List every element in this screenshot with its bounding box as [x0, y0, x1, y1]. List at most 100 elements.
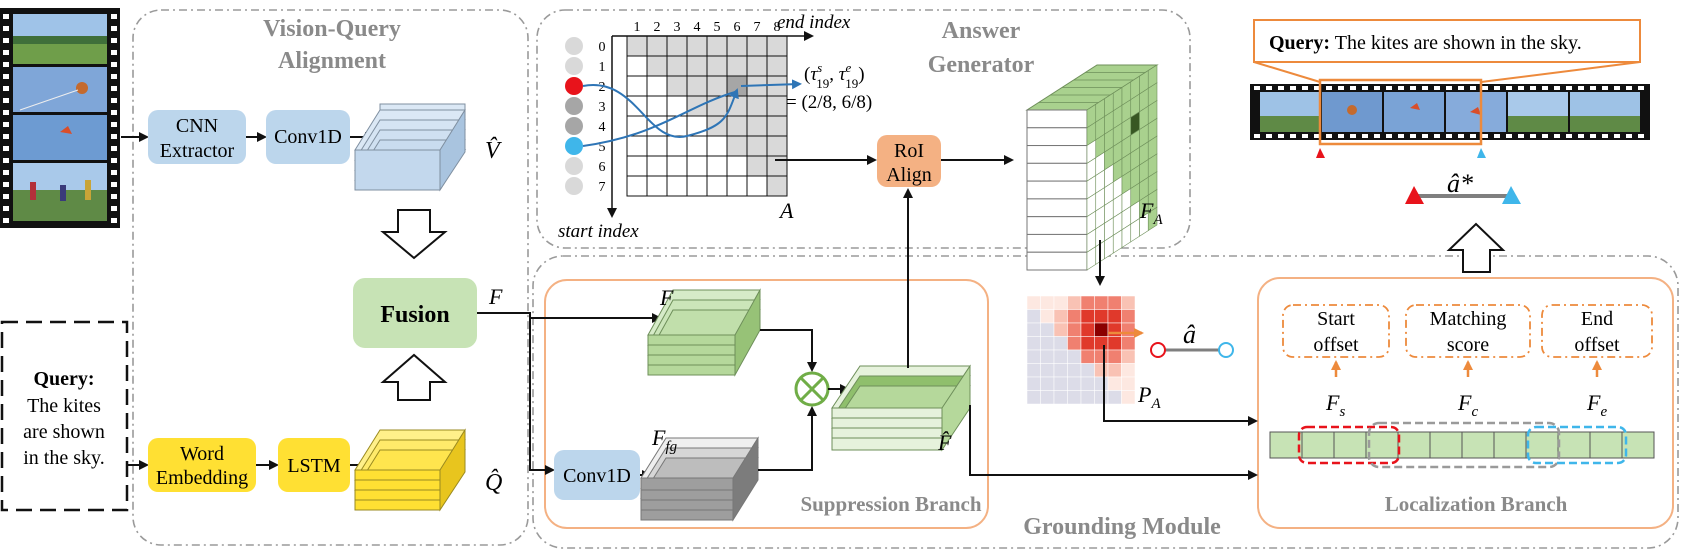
result-filmstrip — [1250, 84, 1650, 140]
grid-cell — [706, 75, 728, 97]
heatmap-cell — [1121, 376, 1136, 391]
heatmap-cell — [1067, 336, 1082, 351]
grid-col-label: 3 — [674, 20, 681, 35]
end-offset-label-1: End — [1581, 308, 1613, 330]
suppression-branch-title: Suppression Branch — [800, 492, 981, 516]
grid-cell — [766, 95, 788, 117]
heatmap-cell — [1080, 390, 1095, 405]
matching-score-box — [1405, 304, 1531, 358]
f-symbol-top: F — [659, 285, 674, 310]
conv1d-bottom-box — [554, 450, 640, 500]
cnn-label-1: CNN — [176, 115, 218, 137]
a-star-end-triangle — [1502, 186, 1521, 204]
grid-row-marker — [565, 177, 583, 195]
heatmap-cell — [1067, 363, 1082, 378]
feature-cell — [1301, 431, 1335, 459]
a-matrix-symbol: A — [778, 198, 794, 223]
grid-row-marker — [565, 97, 583, 115]
grid-cell — [626, 135, 648, 157]
matching-score-label-1: Matching — [1430, 308, 1507, 330]
grid-cell — [706, 35, 728, 57]
roi-label-2: Align — [886, 164, 932, 186]
heatmap-cell — [1080, 376, 1095, 391]
grid-cell — [666, 35, 688, 57]
localization-feature-bar — [1269, 431, 1655, 459]
heatmap-cell — [1053, 336, 1068, 351]
end-offset-box — [1541, 304, 1653, 358]
heatmap-cell — [1107, 363, 1122, 378]
suppression-branch-region — [544, 279, 989, 529]
grid-cell — [766, 55, 788, 77]
heatmap-cell — [1094, 390, 1109, 405]
grid-cell — [746, 135, 768, 157]
f-e-symbol: Fe — [1586, 390, 1607, 420]
grid-cell — [726, 155, 748, 177]
heatmap-cell — [1040, 390, 1055, 405]
heatmap-cell — [1080, 295, 1095, 310]
lstm-box — [278, 438, 350, 492]
heatmap-cell — [1026, 363, 1041, 378]
f-s-symbol: Fs — [1325, 390, 1345, 420]
grid-cell — [646, 35, 668, 57]
grid-cell — [646, 95, 668, 117]
grid-row-label: 2 — [599, 80, 606, 95]
grid-col-label: 4 — [694, 20, 701, 35]
grid-row-label: 0 — [599, 40, 606, 55]
heatmap-cell — [1121, 322, 1136, 337]
grid-cell — [726, 35, 748, 57]
q-hat-symbol: Q̂ — [485, 469, 502, 496]
grid-cell — [686, 155, 708, 177]
grid-cell — [646, 155, 668, 177]
hollow-arrow-up-result — [1446, 222, 1506, 273]
heatmap-cell — [1107, 309, 1122, 324]
a-hat-start-marker — [1150, 342, 1166, 358]
result-start-triangle — [1316, 148, 1325, 158]
grid-cell — [726, 175, 748, 197]
grid-cell — [646, 75, 668, 97]
end-offset-label-2: offset — [1574, 334, 1620, 356]
grid-col-label: 8 — [774, 20, 781, 35]
heatmap-cell — [1121, 309, 1136, 324]
grid-col-label: 7 — [754, 20, 761, 35]
end-index-label: end index — [777, 12, 851, 33]
grid-cell — [686, 175, 708, 197]
query-text-left-1: The kites — [27, 395, 101, 417]
word-embedding-box — [148, 438, 256, 492]
grid-cell — [626, 35, 648, 57]
grid-col-label: 1 — [634, 20, 641, 35]
query-box-left — [0, 320, 129, 512]
heatmap-cell — [1040, 363, 1055, 378]
heatmap-cell — [1053, 322, 1068, 337]
heatmap-cell — [1107, 376, 1122, 391]
grid-cell — [626, 95, 648, 117]
grid-row-marker — [565, 157, 583, 175]
heatmap-cell — [1121, 390, 1136, 405]
fusion-box — [353, 278, 477, 348]
f-fg-symbol: Ffg — [651, 425, 678, 455]
a-hat-symbol: â — [1183, 320, 1196, 349]
heatmap-cell — [1107, 390, 1122, 405]
heatmap-cell — [1040, 309, 1055, 324]
heatmap-cell — [1040, 349, 1055, 364]
grid-col-label: 5 — [714, 20, 721, 35]
hollow-arrow-down — [380, 209, 448, 260]
heatmap-cell — [1107, 336, 1122, 351]
grid-cell — [726, 55, 748, 77]
result-end-triangle — [1477, 148, 1486, 158]
conv1d-bottom-label: Conv1D — [563, 465, 631, 487]
grid-col-label: 2 — [654, 20, 661, 35]
roi-align-box — [877, 135, 941, 187]
roi-label-1: RoI — [894, 140, 924, 162]
grid-cell — [646, 135, 668, 157]
heatmap-cell — [1026, 295, 1041, 310]
grid-cell — [686, 35, 708, 57]
heatmap-cell — [1040, 295, 1055, 310]
query-box-top — [1253, 19, 1641, 63]
vision-query-alignment-region — [132, 9, 529, 546]
grounding-module-title: Grounding Module — [1023, 514, 1221, 540]
grid-cell — [746, 155, 768, 177]
heatmap-cell — [1067, 390, 1082, 405]
grid-row-label: 6 — [599, 160, 606, 175]
f-hat-feature-stack — [831, 364, 971, 452]
